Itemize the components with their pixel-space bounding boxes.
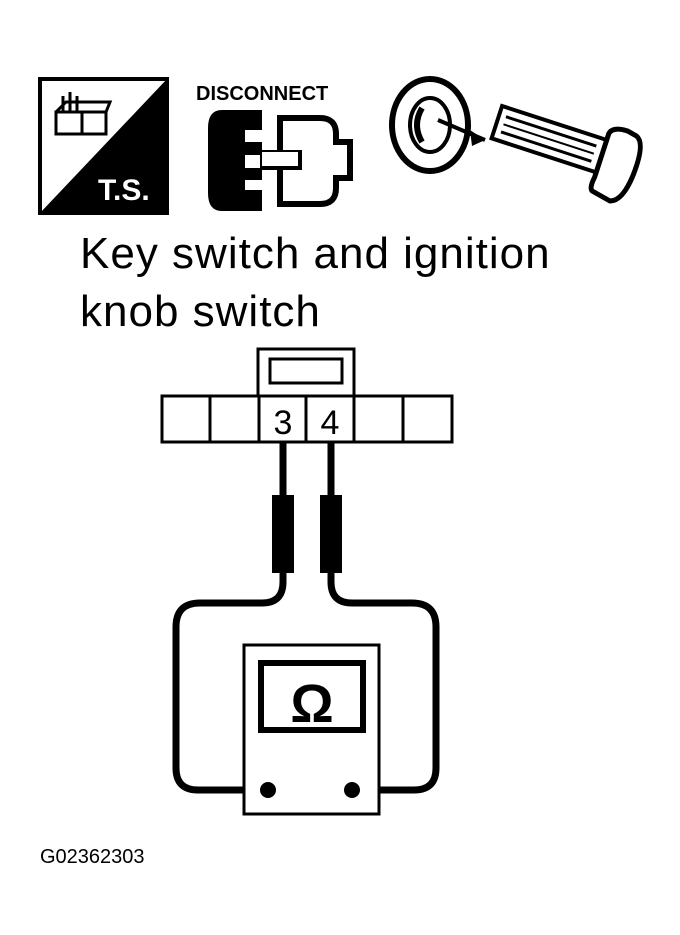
- title-line-1: Key switch and ignition: [80, 229, 551, 278]
- key-icon: [389, 76, 643, 204]
- ts-label: T.S.: [98, 174, 150, 207]
- ohm-symbol: Ω: [290, 674, 333, 734]
- terminal-right: [344, 782, 360, 798]
- figure-code: G02362303: [40, 846, 145, 868]
- wire-right: [327, 581, 440, 794]
- ohmmeter: Ω: [242, 643, 381, 816]
- probe-left: [272, 442, 294, 582]
- disconnect-label: DISCONNECT: [196, 83, 328, 105]
- disconnect-icon: DISCONNECT: [196, 83, 353, 211]
- connector-latch-slot: [268, 357, 344, 385]
- terminal-left: [260, 782, 276, 798]
- connector-pin-4: 4: [321, 404, 340, 442]
- connector: 3 4: [160, 347, 454, 444]
- probe-right: [320, 442, 342, 582]
- wire-left: [172, 581, 287, 794]
- ts-icon: T.S.: [38, 77, 169, 215]
- connector-pin-3: 3: [274, 404, 293, 442]
- title-line-2: knob switch: [80, 287, 321, 336]
